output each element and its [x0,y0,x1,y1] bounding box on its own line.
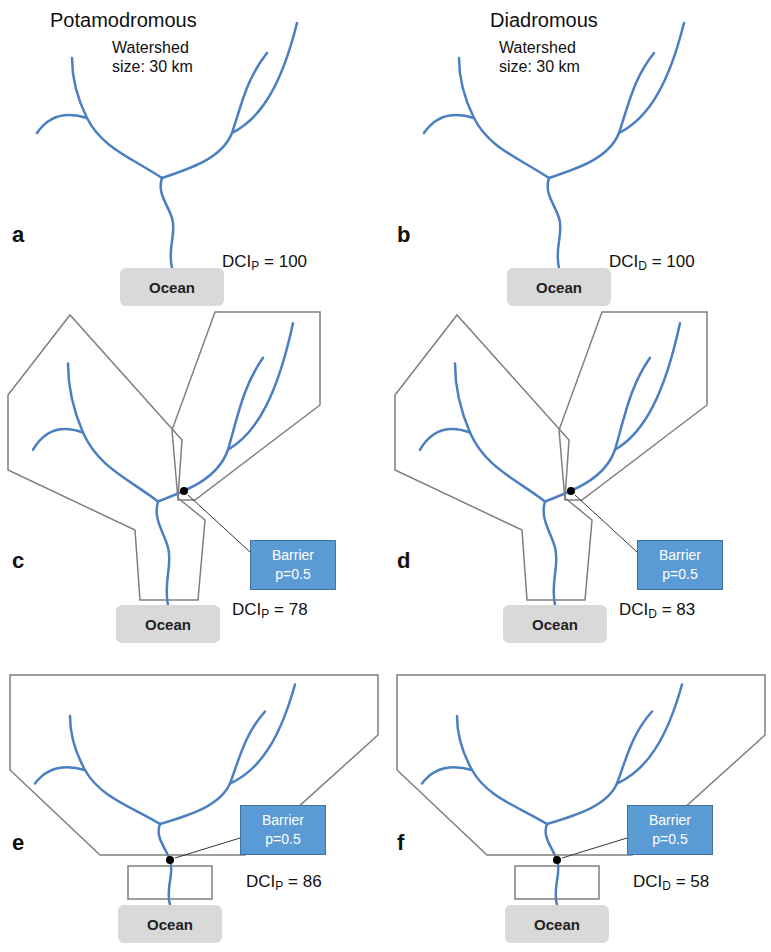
panel-letter: d [397,548,410,574]
watershed-note: Watershed size: 30 km [112,38,212,76]
panel-letter: c [12,548,24,574]
dci-value: DCID = 100 [609,252,695,273]
barrier-text: Barrier p=0.5 [248,811,318,849]
ocean-text: Ocean [145,616,191,633]
dci-value: DCID = 58 [633,872,709,893]
dci-value: DCIP = 100 [222,252,307,273]
panel-letter: b [397,222,410,248]
ocean-text: Ocean [147,916,193,933]
column-heading: Diadromous [490,8,598,32]
panel-letter: a [12,222,24,248]
dci-value: DCID = 83 [619,600,695,621]
dci-value: DCIP = 86 [246,872,322,893]
barrier-text: Barrier p=0.5 [645,546,715,584]
barrier-text: Barrier p=0.5 [635,811,705,849]
ocean-text: Ocean [536,279,582,296]
barrier-box: Barrier p=0.5 [240,805,326,855]
barrier-text: Barrier p=0.5 [258,546,328,584]
ocean-box: Ocean [120,268,224,306]
ocean-text: Ocean [534,916,580,933]
dci-value: DCIP = 78 [232,600,308,621]
ocean-text: Ocean [149,279,195,296]
ocean-box: Ocean [118,905,222,943]
watershed-note: Watershed size: 30 km [499,38,599,76]
barrier-box: Barrier p=0.5 [627,805,713,855]
barrier-box: Barrier p=0.5 [637,540,723,590]
barrier-box: Barrier p=0.5 [250,540,336,590]
column-heading: Potamodromous [50,8,197,32]
panel-letter: f [397,830,404,856]
ocean-box: Ocean [503,605,607,643]
ocean-box: Ocean [116,605,220,643]
ocean-box: Ocean [505,905,609,943]
ocean-text: Ocean [532,616,578,633]
ocean-box: Ocean [507,268,611,306]
panel-letter: e [12,830,24,856]
